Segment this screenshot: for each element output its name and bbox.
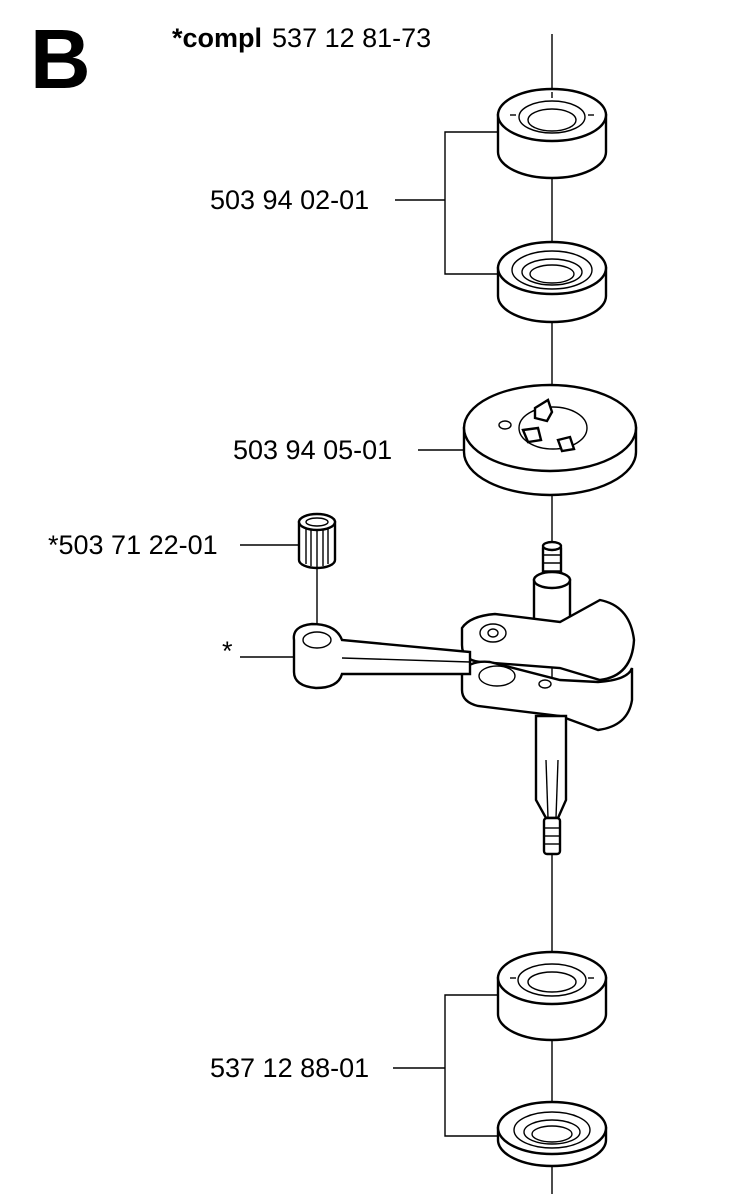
lower-bearing-top[interactable] <box>496 950 608 1042</box>
upper-bearing-top[interactable] <box>496 87 608 180</box>
thrust-washer[interactable] <box>462 383 638 497</box>
section-letter: B <box>30 12 91 106</box>
connecting-rod-label[interactable]: * <box>222 636 233 666</box>
kit-prefix: *compl <box>172 23 262 53</box>
upper-bearings-callout <box>395 131 498 275</box>
kit-header: *compl 537 12 81-73 <box>172 23 431 53</box>
lower-bearings-label[interactable]: 537 12 88-01 <box>210 1053 369 1083</box>
crankshaft[interactable] <box>460 540 636 856</box>
kit-part-number: 537 12 81-73 <box>272 23 431 53</box>
needle-bearing[interactable] <box>297 512 337 570</box>
upper-bearing-bottom[interactable] <box>496 240 608 324</box>
connecting-rod[interactable] <box>292 622 472 690</box>
needle-bearing-label[interactable]: *503 71 22-01 <box>48 530 218 560</box>
thrust-washer-label[interactable]: 503 94 05-01 <box>233 435 392 465</box>
lower-bearings-callout <box>393 994 498 1137</box>
lower-bearing-bottom[interactable] <box>496 1100 608 1168</box>
upper-bearings-label[interactable]: 503 94 02-01 <box>210 185 369 215</box>
